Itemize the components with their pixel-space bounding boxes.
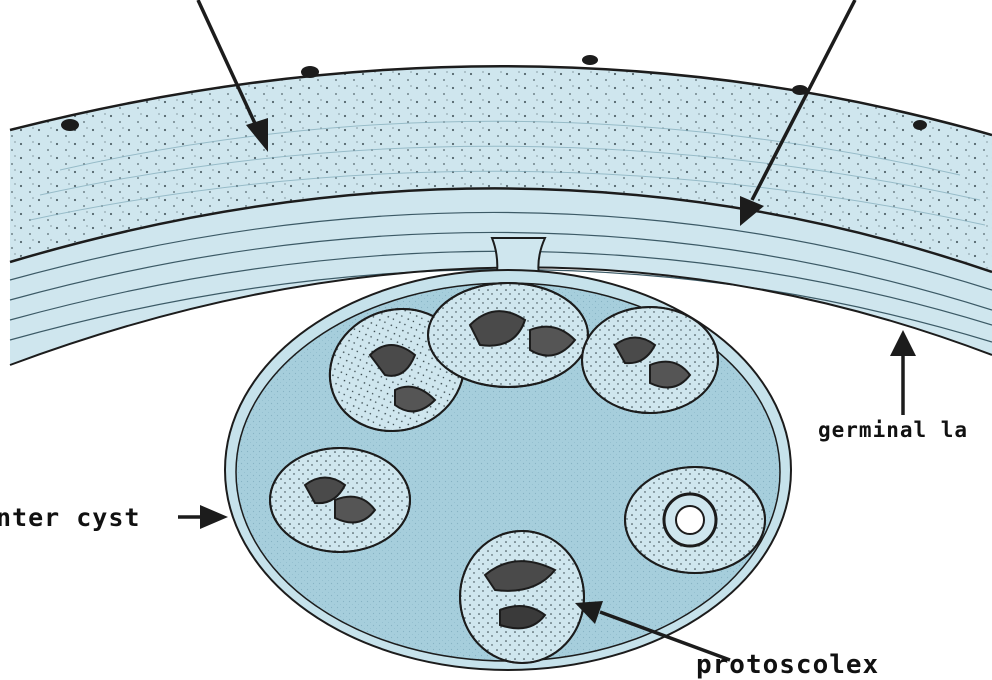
protoscolex-3 <box>582 307 718 413</box>
pointer-arrow-icon <box>890 330 916 415</box>
protoscolex-4 <box>270 448 410 552</box>
protoscolex-2 <box>428 283 588 387</box>
daughter-cyst-label: nter cyst <box>0 503 140 532</box>
protoscolex-label: protoscolex <box>696 650 879 680</box>
pointer-arrow-icon <box>178 505 228 529</box>
germinal-layer-label: germinal la <box>818 418 968 442</box>
protoscolex-5 <box>625 467 765 573</box>
protoscolex-6 <box>460 531 584 663</box>
